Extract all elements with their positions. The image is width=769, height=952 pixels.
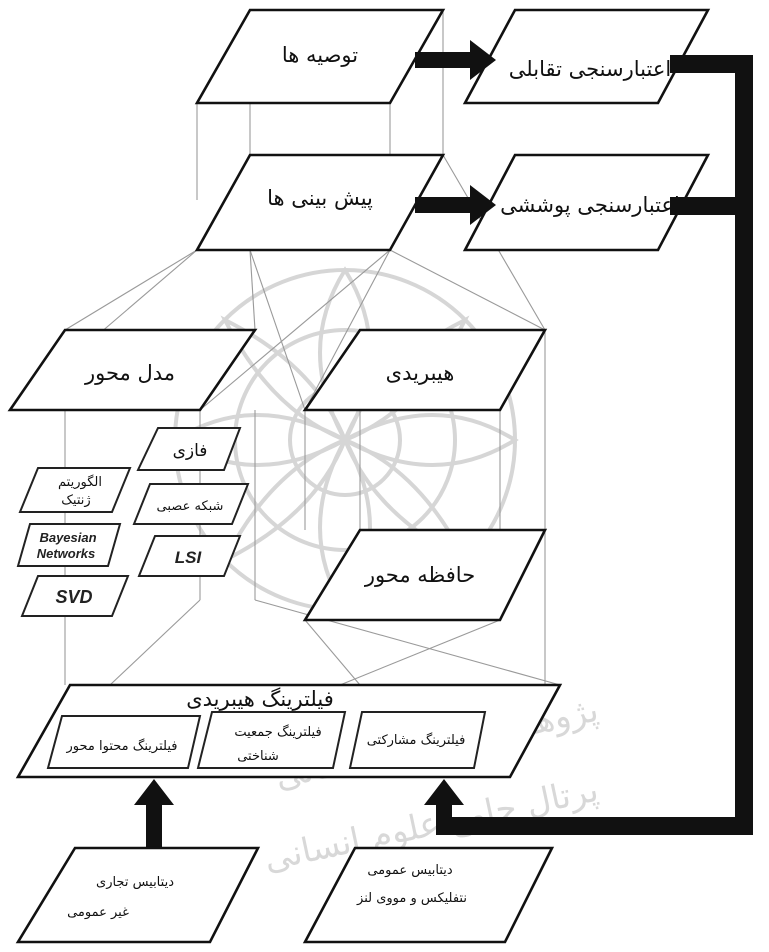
lsi-label: LSI	[175, 548, 203, 567]
bayesian-networks-box: Bayesian Networks	[16, 523, 122, 567]
genetic-algorithm-label-1: الگوریتم	[58, 474, 102, 490]
model-based-label: مدل محور	[84, 361, 175, 385]
genetic-algorithm-label-2: ژنتیک	[61, 493, 90, 508]
hybrid-label: هیبریدی	[386, 361, 455, 385]
recommendations-label: توصیه ها	[282, 43, 358, 67]
genetic-algorithm-box: الگوریتم ژنتیک	[18, 467, 132, 513]
hybrid-filtering-label: فیلترینگ هیبریدی	[186, 687, 334, 711]
collaborative-filtering-box: فیلترینگ مشارکتی	[348, 711, 487, 769]
neural-network-box: شبکه عصبی	[132, 483, 250, 525]
interactive-validation-box: اعتبارسنجی تقابلی	[462, 8, 711, 105]
svd-box: SVD	[20, 575, 130, 617]
neural-network-label: شبکه عصبی	[157, 499, 224, 514]
predictions-label: پیش بینی ها	[267, 186, 373, 210]
model-based-box: مدل محور	[7, 328, 258, 412]
commercial-db-label-1: دیتابیس تجاری	[96, 875, 174, 890]
fuzzy-box: فازی	[136, 427, 242, 471]
arrow-commercial-to-hybrid	[134, 779, 174, 852]
memory-based-label: حافظه محور	[364, 563, 475, 587]
hybrid-box: هیبریدی	[302, 328, 548, 412]
content-filtering-label: فیلترینگ محتوا محور	[66, 738, 178, 754]
content-filtering-box: فیلترینگ محتوا محور	[46, 715, 202, 769]
coverage-validation-box: اعتبارسنجی پوششی	[462, 153, 711, 252]
fuzzy-label: فازی	[173, 441, 208, 461]
arrow-public-to-hybrid	[424, 779, 464, 835]
predictions-box: پیش بینی ها	[194, 153, 446, 252]
demographic-filtering-label-1: فیلترینگ جمعیت	[234, 724, 321, 740]
collaborative-filtering-label: فیلترینگ مشارکتی	[367, 732, 466, 748]
svd-label: SVD	[55, 587, 92, 607]
interactive-validation-label: اعتبارسنجی تقابلی	[509, 57, 671, 81]
memory-based-box: حافظه محور	[302, 528, 548, 622]
commercial-database-box: دیتابیس تجاری غیر عمومی	[15, 846, 261, 944]
commercial-db-label-2: غیر عمومی	[67, 905, 129, 920]
feedback-loop	[445, 55, 753, 835]
public-db-label-2: نتفلیکس و مووی لنز	[356, 891, 467, 906]
recommendations-box: توصیه ها	[194, 8, 446, 105]
arrow-predictions-to-validation	[415, 185, 496, 225]
public-database-box: دیتابیس عمومی نتفلیکس و مووی لنز	[302, 846, 555, 944]
bayesian-label-2: Networks	[37, 546, 96, 561]
lsi-box: LSI	[137, 535, 242, 577]
demographic-filtering-label-2: شناختی	[237, 749, 279, 764]
coverage-validation-label: اعتبارسنجی پوششی	[500, 193, 680, 217]
arrow-recommendations-to-validation	[415, 40, 496, 80]
public-db-label-1: دیتابیس عمومی	[367, 863, 453, 878]
bayesian-label-1: Bayesian	[39, 530, 96, 545]
demographic-filtering-box: فیلترینگ جمعیت شناختی	[196, 711, 347, 769]
